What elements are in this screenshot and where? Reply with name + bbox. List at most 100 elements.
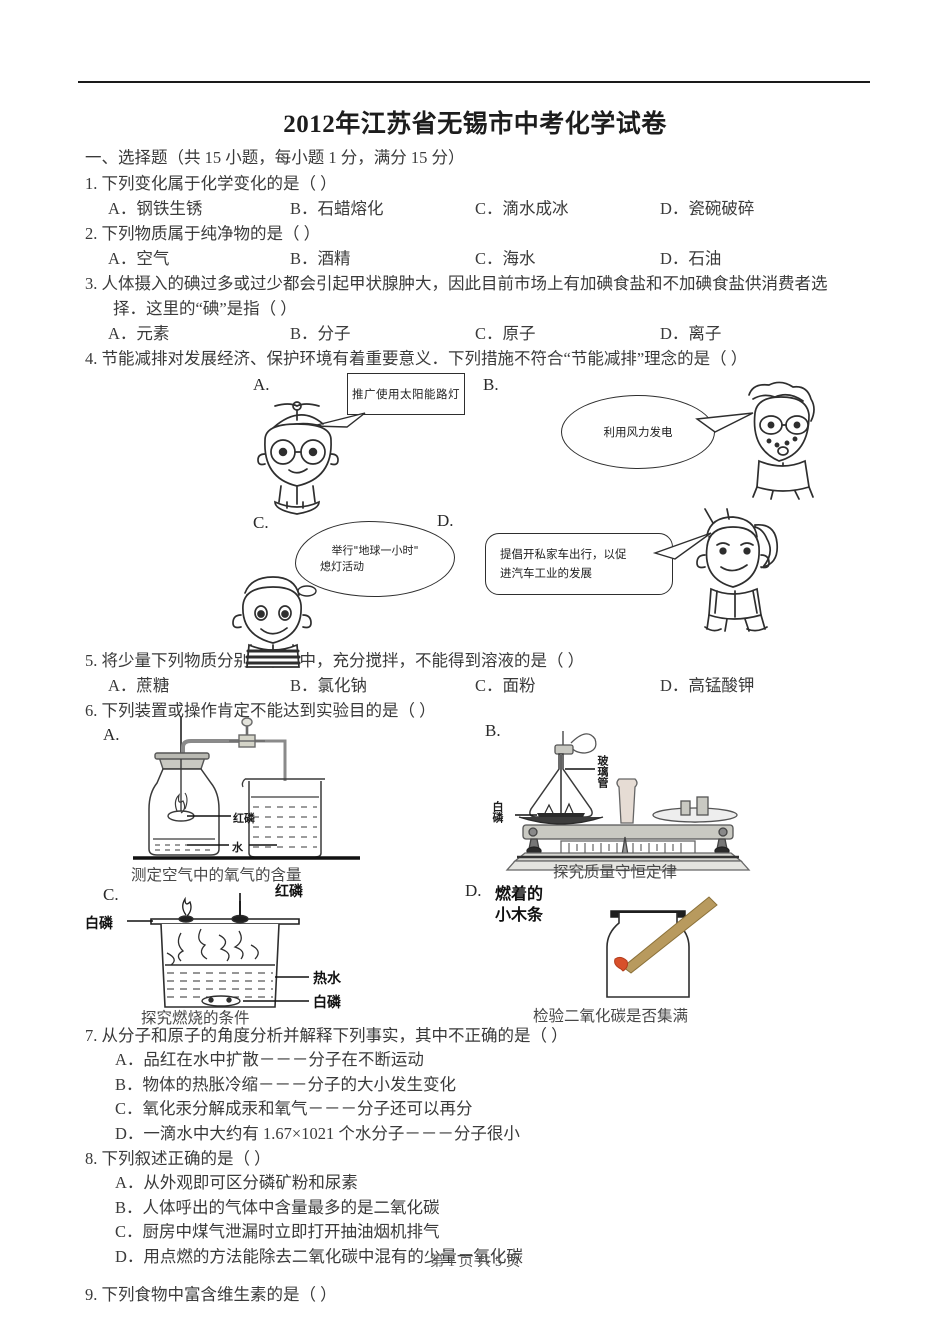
question-4-stem: 4. 节能减排对发展经济、保护环境有着重要意义．下列措施不符合“节能减排”理念的… (85, 346, 875, 371)
question-2-stem: 2. 下列物质属于纯净物的是（ ） (85, 221, 875, 246)
option-b-label[interactable]: B. (483, 375, 499, 394)
option-b[interactable]: B．分子 (290, 324, 351, 343)
question-7-text: 从分子和原子的角度分析并解释下列事实，其中不正确的是（ ） (101, 1026, 568, 1045)
question-6-number: 6. (85, 701, 98, 720)
option-b[interactable]: B．氯化钠 (290, 676, 368, 695)
question-4-illustrations: A. 推广使用太阳能路灯 (85, 373, 875, 668)
document-body: 一、选择题（共 15 小题，每小题 1 分，满分 15 分） 1. 下列变化属于… (85, 145, 875, 1307)
question-3-number: 3. (85, 274, 98, 293)
question-6-apparatus: A. (85, 717, 875, 1027)
question-3-stem-cont: 择．这里的“碘”是指（ ） (113, 299, 297, 318)
question-8-stem: 8. 下列叙述正确的是（ ） (85, 1146, 875, 1171)
option-a[interactable]: A．钢铁生锈 (108, 199, 203, 218)
bubble-tail-a (312, 412, 366, 428)
cartoon-boy-propeller-cap (257, 401, 339, 515)
option-b[interactable]: B．人体呼出的气体中含量最多的是二氧化碳 (115, 1197, 440, 1217)
section-heading: 一、选择题（共 15 小题，每小题 1 分，满分 15 分） (85, 148, 465, 167)
question-2-number: 2. (85, 224, 98, 243)
question-5-stem: 5. 将少量下列物质分别放到水中，充分搅拌，不能得到溶液的是（ ） (85, 648, 875, 673)
question-6-stem: 6. 下列装置或操作肯定不能达到实验目的是（ ） (85, 698, 875, 723)
apparatus-conservation-of-mass (505, 731, 751, 871)
cartoon-girl-glasses (748, 381, 815, 500)
question-9-number: 9. (85, 1285, 98, 1304)
apparatus-co2-fullness-test (606, 896, 718, 998)
label-white-phosphorus: 白磷 (491, 801, 504, 823)
option-b[interactable]: B．物体的热胀冷缩－－－分子的大小发生变化 (115, 1074, 457, 1094)
question-8-text: 下列叙述正确的是（ ） (101, 1149, 271, 1168)
option-a[interactable]: A．元素 (108, 324, 170, 343)
thought-bubble-c-line2: 熄灯活动 (320, 560, 364, 573)
option-c[interactable]: C．滴水成冰 (475, 199, 569, 218)
question-3-stem: 3. 人体摄入的碘过多或过少都会引起甲状腺肿大，因此目前市场上有加碘食盐和不加碘… (85, 271, 875, 296)
speech-bubble-b: 利用风力发电 (561, 395, 715, 469)
option-c[interactable]: C．氧化汞分解成汞和氧气－－－分子还可以再分 (115, 1099, 473, 1118)
page-title: 2012年江苏省无锡市中考化学试卷 (283, 111, 667, 138)
caption-d: 检验二氧化碳是否集满 (533, 1008, 689, 1025)
question-7-stem: 7. 从分子和原子的角度分析并解释下列事实，其中不正确的是（ ） (85, 1023, 875, 1048)
option-d[interactable]: D．石油 (660, 249, 722, 268)
option-d-label[interactable]: D. (437, 511, 454, 530)
label-white-phosphorus-top: 白磷 (85, 916, 113, 932)
apparatus-combustion-conditions (127, 893, 309, 1008)
question-1-stem: 1. 下列变化属于化学变化的是（ ） (85, 171, 875, 196)
caption-b: 探究质量守恒定律 (553, 864, 678, 881)
question-8-number: 8. (85, 1149, 98, 1168)
label-burning-splint-line2: 小木条 (495, 905, 544, 924)
option-b-label[interactable]: B. (485, 721, 501, 740)
option-a-label[interactable]: A. (103, 725, 120, 744)
speech-bubble-d: 提倡开私家车出行，以促 进汽车工业的发展 (485, 533, 673, 595)
option-d[interactable]: D．高锰酸钾 (660, 676, 755, 695)
option-a[interactable]: A．空气 (108, 249, 170, 268)
option-c[interactable]: C．面粉 (475, 676, 536, 695)
speech-bubble-a: 推广使用太阳能路灯 (347, 373, 465, 415)
label-burning-splint-line1: 燃着的 (495, 884, 544, 903)
option-c[interactable]: C．原子 (475, 324, 536, 343)
question-3-text: 人体摄入的碘过多或过少都会引起甲状腺肿大，因此目前市场上有加碘食盐和不加碘食盐供… (101, 274, 828, 293)
caption-a: 测定空气中的氧气的含量 (131, 867, 302, 884)
bubble-tail-b (695, 412, 754, 433)
question-4-number: 4. (85, 349, 98, 368)
option-c[interactable]: C．海水 (475, 249, 536, 268)
bubble-tail-d (652, 532, 712, 560)
question-7-number: 7. (85, 1026, 98, 1045)
thought-bubble-c-line1: 举行"地球一小时" (331, 544, 419, 557)
option-a[interactable]: A．品红在水中扩散－－－分子在不断运动 (115, 1050, 424, 1069)
label-glass-tube: 玻璃管 (596, 755, 609, 788)
option-b[interactable]: B．石蜡熔化 (290, 199, 384, 218)
option-d[interactable]: D．一滴水中大约有 1.67×1021 个水分子－－－分子很小 (115, 1123, 520, 1143)
option-b[interactable]: B．酒精 (290, 249, 351, 268)
option-c[interactable]: C．厨房中煤气泄漏时立即打开抽油烟机排气 (115, 1222, 440, 1241)
label-red-phosphorus: 红磷 (275, 884, 303, 900)
cartoon-boy-striped-shirt (232, 576, 312, 668)
option-a-label[interactable]: A. (253, 375, 270, 394)
question-6-text: 下列装置或操作肯定不能达到实验目的是（ ） (101, 701, 436, 720)
question-3-options: A．元素 B．分子 C．原子 D．离子 (85, 321, 875, 346)
caption-c: 探究燃烧的条件 (141, 1010, 250, 1027)
label-hot-water: 热水 (313, 971, 341, 987)
question-5-text: 将少量下列物质分别放到水中，充分搅拌，不能得到溶液的是（ ） (101, 651, 585, 670)
option-d[interactable]: D．用点燃的方法能除去二氧化碳中混有的少量一氧化碳 (115, 1246, 523, 1266)
question-5-options: A．蔗糖 B．氯化钠 C．面粉 D．高锰酸钾 (85, 673, 875, 698)
page-footer: 第 1 页 共 5 页 (429, 1254, 521, 1270)
question-1-options: A．钢铁生锈 B．石蜡熔化 C．滴水成冰 D．瓷碗破碎 (85, 196, 875, 221)
question-1-text: 下列变化属于化学变化的是（ ） (101, 174, 337, 193)
option-d[interactable]: D．瓷碗破碎 (660, 199, 755, 218)
label-water: 水 (232, 841, 243, 854)
question-9-text: 下列食物中富含维生素的是（ ） (101, 1285, 337, 1304)
question-9-stem: 9. 下列食物中富含维生素的是（ ） (85, 1282, 875, 1307)
question-5-number: 5. (85, 651, 98, 670)
question-4-text: 节能减排对发展经济、保护环境有着重要意义．下列措施不符合“节能减排”理念的是（ … (101, 349, 748, 368)
option-d-label[interactable]: D. (465, 881, 482, 900)
option-a[interactable]: A．从外观即可区分磷矿粉和尿素 (115, 1173, 358, 1192)
option-c-label[interactable]: C. (253, 513, 269, 532)
apparatus-oxygen-content (133, 717, 360, 860)
option-a[interactable]: A．蔗糖 (108, 676, 170, 695)
header-rule (78, 81, 870, 83)
question-2-text: 下列物质属于纯净物的是（ ） (101, 224, 321, 243)
option-d[interactable]: D．离子 (660, 324, 722, 343)
label-red-phosphorus: 红磷 (233, 812, 255, 825)
speech-bubble-d-line1: 提倡开私家车出行，以促 (500, 547, 627, 561)
question-2-options: A．空气 B．酒精 C．海水 D．石油 (85, 246, 875, 271)
option-c-label[interactable]: C. (103, 885, 119, 904)
